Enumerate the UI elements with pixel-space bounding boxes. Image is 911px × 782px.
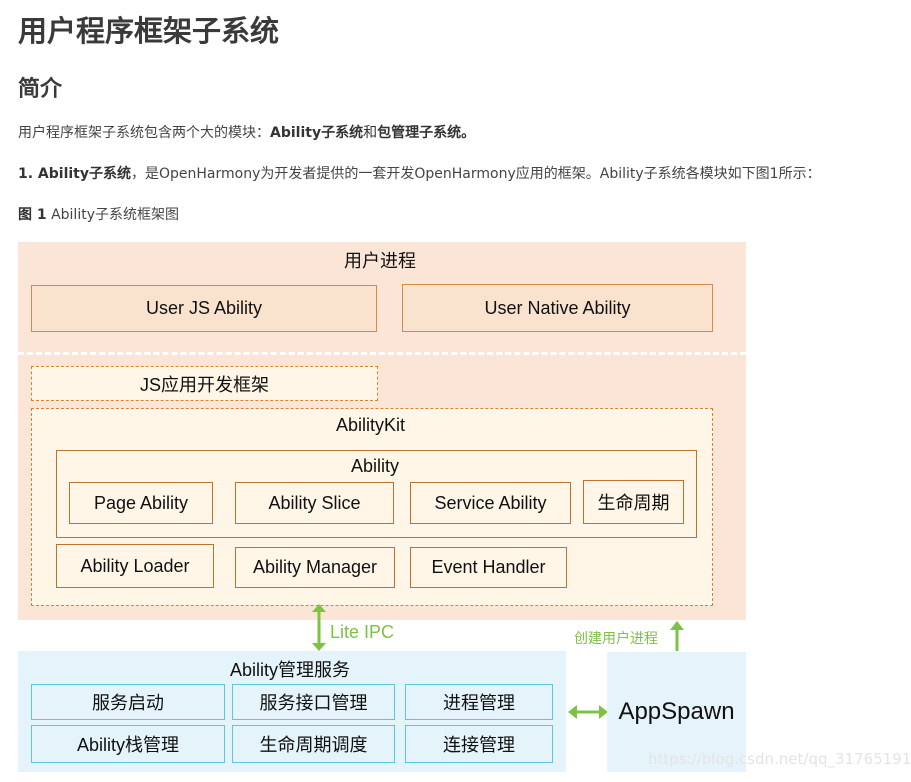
- conn-mgmt-box: 连接管理: [405, 725, 553, 763]
- intro-bold-bms: 包管理子系统: [377, 125, 462, 141]
- figure-caption-text: Ability子系统框架图: [46, 207, 179, 223]
- ability-loader-box: Ability Loader: [56, 544, 214, 588]
- figure-caption: 图 1 Ability子系统框架图: [18, 204, 179, 224]
- ability-paragraph-text: ，是OpenHarmony为开发者提供的一套开发OpenHarmony应用的框架…: [131, 166, 821, 182]
- page-ability-box: Page Ability: [69, 482, 213, 524]
- user-js-ability-box: User JS Ability: [31, 285, 377, 332]
- lifecycle-box: 生命周期: [583, 480, 684, 524]
- abilitykit-label: AbilityKit: [336, 415, 406, 435]
- ability-group-box: [56, 450, 697, 538]
- ability-manager-box: Ability Manager: [235, 547, 395, 588]
- user-process-label: 用户进程: [344, 251, 416, 271]
- intro-suffix: 。: [461, 125, 476, 141]
- section-title: 简介: [18, 77, 63, 102]
- ams-label: Ability管理服务: [230, 660, 351, 680]
- ability-paragraph-bold: 1. Ability子系统: [18, 166, 132, 182]
- intro-paragraph: 用户程序框架子系统包含两个大的模块：Ability子系统和包管理子系统。: [18, 122, 475, 142]
- lite-ipc-label: Lite IPC: [330, 622, 395, 642]
- ability-slice-box: Ability Slice: [235, 482, 394, 524]
- intro-prefix: 用户程序框架子系统包含两个大的模块：: [18, 125, 270, 141]
- svc-start-box: 服务启动: [31, 684, 225, 720]
- service-ability-box: Service Ability: [410, 482, 571, 524]
- ams-appspawn-arrow-left: [568, 705, 577, 719]
- lifecycle-sched-box: 生命周期调度: [232, 725, 395, 763]
- stack-mgmt-box: Ability栈管理: [31, 725, 225, 763]
- intro-and: 和: [363, 125, 378, 141]
- intro-bold-ability: Ability子系统: [270, 125, 364, 141]
- process-divider: [18, 352, 746, 355]
- create-process-label: 创建用户进程: [574, 631, 658, 647]
- ability-paragraph: 1. Ability子系统，是OpenHarmony为开发者提供的一套开发Ope…: [18, 163, 821, 183]
- proc-mgmt-box: 进程管理: [405, 684, 553, 720]
- event-handler-box: Event Handler: [410, 547, 567, 588]
- page-title: 用户程序框架子系统: [18, 14, 280, 48]
- ability-label: Ability: [351, 456, 400, 476]
- abilitykit-box: [31, 408, 713, 606]
- create-process-arrow-up: [670, 621, 684, 630]
- js-framework-box: JS应用开发框架: [31, 366, 378, 401]
- svc-interface-box: 服务接口管理: [232, 684, 395, 720]
- lite-ipc-arrow-down: [312, 643, 326, 651]
- watermark: https://blog.csdn.net/qq_31765191: [648, 750, 911, 768]
- appspawn-box: AppSpawn: [607, 652, 746, 772]
- figure-number: 图 1: [18, 207, 47, 223]
- user-native-ability-box: User Native Ability: [402, 284, 713, 332]
